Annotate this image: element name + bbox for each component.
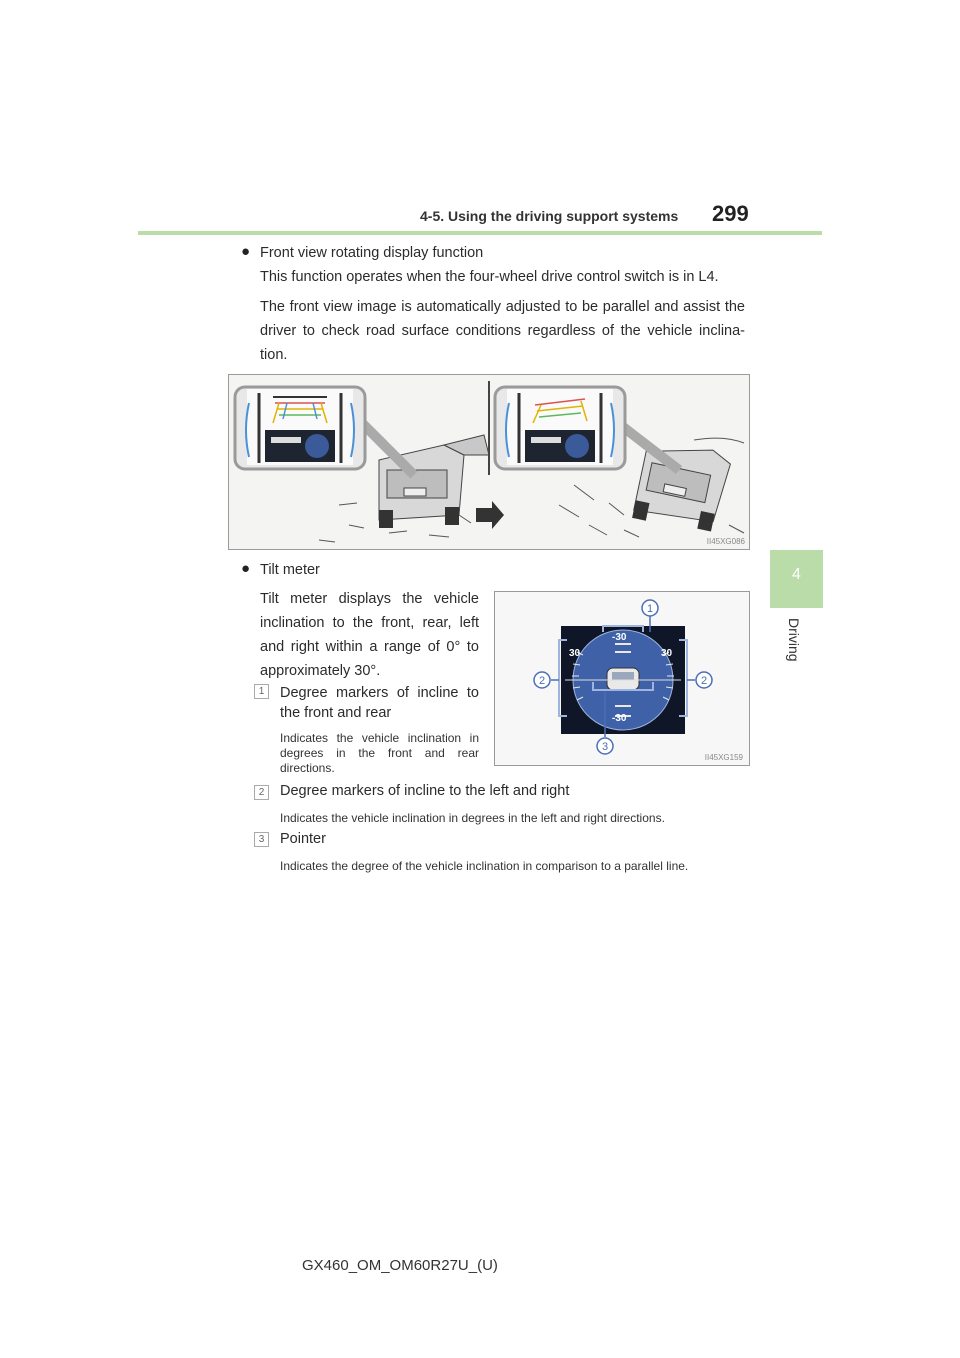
footer-code: GX460_OM_OM60R27U_(U): [302, 1257, 498, 1274]
front-view-p2-line3: tion.: [260, 347, 288, 363]
svg-text:2: 2: [701, 675, 707, 687]
gauge-right-label: 30: [661, 648, 673, 659]
tilt-desc-line3: and right within a range of 0° to: [260, 639, 479, 655]
tilt-desc-line1: Tilt meter displays the vehicle: [260, 591, 479, 607]
front-view-figure: II45XG086: [228, 374, 750, 550]
gauge-left-label: 30: [569, 648, 581, 659]
gauge-bottom-label: -30: [612, 713, 627, 724]
tilt-meter-illustration: 1 2 2 3: [533, 599, 713, 755]
page-number: 299: [712, 201, 749, 226]
item1-desc-line2: degrees in the front and rear: [280, 746, 479, 760]
tilt-desc-line4: approximately 30°.: [260, 663, 381, 679]
item1-title-line2: the front and rear: [280, 705, 392, 721]
chapter-number: 4: [792, 566, 801, 583]
chapter-tab: [770, 550, 823, 608]
bullet-icon: ●: [241, 560, 251, 577]
tilt-meter-title: Tilt meter: [260, 562, 320, 578]
svg-text:1: 1: [647, 603, 653, 615]
item-number-badge: 2: [254, 785, 269, 800]
item2-desc: Indicates the vehicle inclination in deg…: [280, 811, 665, 825]
item3-title: Pointer: [280, 831, 326, 847]
arrow-right-icon: [476, 501, 504, 529]
item1-title-line1: Degree markers of incline to: [280, 685, 479, 701]
item-number-badge: 3: [254, 832, 269, 847]
front-view-p1: This function operates when the four-whe…: [260, 269, 719, 285]
front-view-title: Front view rotating display function: [260, 245, 484, 261]
svg-text:2: 2: [539, 675, 545, 687]
bullet-icon: ●: [241, 243, 251, 260]
item1-desc-line1: Indicates the vehicle inclination in: [280, 731, 479, 745]
front-view-p2-line2: driver to check road surface conditions …: [260, 323, 745, 339]
gauge-top-label: -30: [612, 632, 627, 643]
tilt-meter-figure: 1 2 2 3 -30 -30 30 30 II45XG159: [494, 591, 750, 766]
item3-desc: Indicates the degree of the vehicle incl…: [280, 859, 689, 873]
svg-text:3: 3: [602, 741, 608, 753]
item2-title: Degree markers of incline to the left an…: [280, 783, 570, 799]
tilt-desc-line2: inclination to the front, rear, left: [260, 615, 479, 631]
item1-desc-line3: directions.: [280, 761, 335, 775]
figure-code: II45XG086: [706, 537, 745, 546]
chapter-label: Driving: [786, 618, 802, 662]
vehicle-right-drawing: [632, 449, 731, 532]
section-title: 4-5. Using the driving support systems: [420, 208, 679, 224]
item-number-badge: 1: [254, 684, 269, 699]
figure-code: II45XG159: [704, 753, 743, 762]
front-view-p2-line1: The front view image is automatically ad…: [260, 299, 745, 315]
header-rule: [138, 231, 822, 235]
front-view-illustration: [229, 375, 749, 549]
